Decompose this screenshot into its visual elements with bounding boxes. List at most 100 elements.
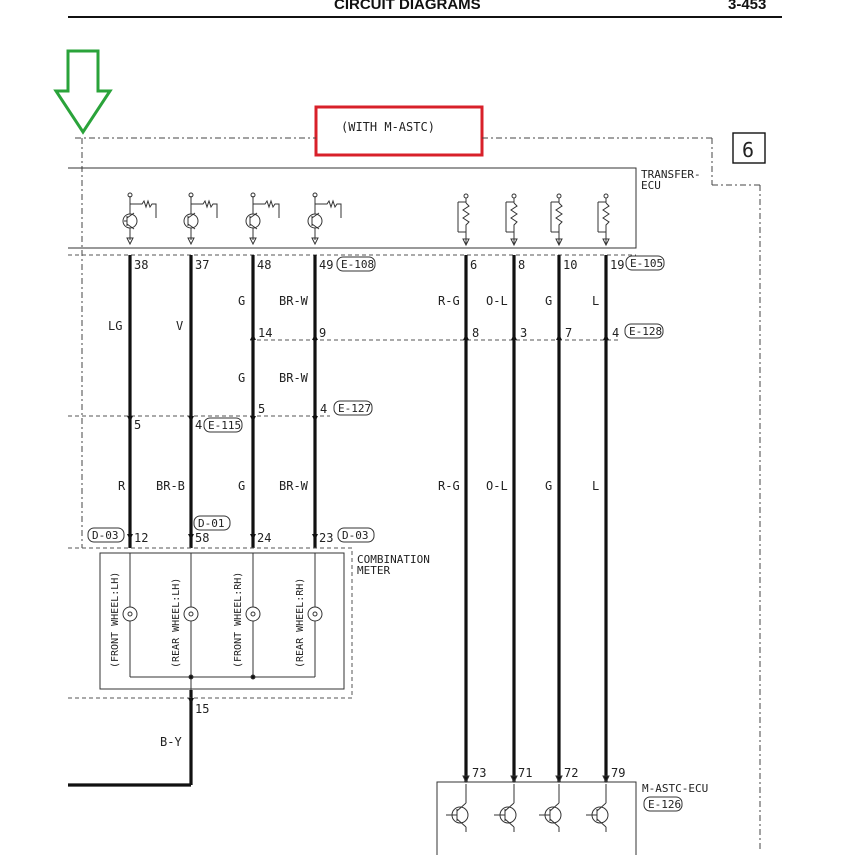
connector-e115: E-115	[208, 419, 241, 432]
wire-color: R	[118, 479, 126, 493]
wire-color: O-L	[486, 294, 508, 308]
resistor-icon	[457, 193, 470, 247]
m-astc-ecu-label: M-ASTC-ECU	[642, 782, 708, 795]
connector-badge	[193, 515, 231, 531]
connector-badge	[336, 256, 376, 272]
meter-channel-label: (FRONT WHEEL:RH)	[233, 572, 244, 668]
wire-color-common: B-Y	[160, 735, 182, 749]
pin-mid: 5	[258, 402, 265, 416]
wire-color: L	[592, 294, 599, 308]
transistor-icon	[183, 192, 218, 246]
transistor-icon	[539, 784, 562, 832]
pin-meter: 58	[195, 531, 209, 545]
wire-color: G	[545, 479, 552, 493]
connector-badge	[87, 527, 125, 543]
down-arrow-icon	[53, 49, 113, 135]
connector-d03-left: D-03	[92, 529, 119, 542]
ecu-transistors	[446, 775, 610, 832]
pin-meter: 23	[319, 531, 333, 545]
connector-badge	[333, 400, 373, 416]
wire-color: BR-W	[279, 294, 309, 308]
pin-ecu: 71	[518, 766, 532, 780]
wire-color: G	[238, 294, 245, 308]
connector-badge	[625, 255, 665, 271]
transfer-ecu-box	[68, 167, 637, 249]
wire-color: L	[592, 479, 599, 493]
annotation-box	[314, 105, 484, 157]
pin-mid: 4	[612, 326, 619, 340]
wire-color: LG	[108, 319, 122, 333]
pin-mid: 3	[520, 326, 527, 340]
transistor-icon	[494, 784, 517, 832]
indicator-icon	[183, 606, 199, 622]
transfer-ecu-label-1: TRANSFER-	[641, 168, 701, 181]
wire-color: BR-B	[156, 479, 185, 493]
pin-mid: 4	[320, 402, 327, 416]
connector-e105: E-105	[630, 257, 663, 270]
resistor-icon	[505, 193, 518, 247]
connector-badge	[643, 796, 683, 812]
meter-circuits	[122, 553, 323, 690]
transistor-icon	[122, 192, 157, 246]
pin-ecu: 79	[611, 766, 625, 780]
pin-meter: 24	[257, 531, 271, 545]
pin-mid: 8	[472, 326, 479, 340]
indicator-icon	[122, 606, 138, 622]
indicator-icon	[245, 606, 261, 622]
transfer-ecu-label-2: ECU	[641, 179, 661, 192]
wires	[68, 255, 608, 787]
combination-meter-inner	[99, 552, 345, 690]
pin-top: 10	[563, 258, 577, 272]
connector-d01: D-01	[198, 517, 225, 530]
pin-top: 38	[134, 258, 148, 272]
transistor-icon	[586, 784, 609, 832]
pin-top: 19	[610, 258, 624, 272]
pin-mid: 7	[565, 326, 572, 340]
pin-ecu: 72	[564, 766, 578, 780]
connector-arrows	[127, 334, 609, 704]
page-ref: 6	[742, 138, 754, 162]
page-ref-box	[732, 132, 766, 164]
transistor-icon	[307, 192, 342, 246]
combination-meter-label-2: METER	[357, 564, 390, 577]
connector-badge	[203, 417, 243, 433]
indicator-icon	[307, 606, 323, 622]
meter-channel-label: (FRONT WHEEL:LH)	[110, 572, 121, 668]
pin-mid: 5	[134, 418, 141, 432]
pin-top: 48	[257, 258, 271, 272]
wire-color: G	[238, 479, 245, 493]
pin-mid: 14	[258, 326, 272, 340]
page-number: 3-453	[728, 0, 766, 13]
combination-meter-box	[68, 547, 353, 699]
transistor-symbols	[122, 192, 342, 246]
transistor-icon	[446, 784, 469, 832]
pin-top: 6	[470, 258, 477, 272]
connector-e126: E-126	[648, 798, 681, 811]
wire-color: G	[238, 371, 245, 385]
meter-channel-label: (REAR WHEEL:LH)	[171, 578, 182, 668]
pin-meter: 12	[134, 531, 148, 545]
pin-common: 15	[195, 702, 209, 716]
wire-color: R-G	[438, 479, 460, 493]
pin-mid: 9	[319, 326, 326, 340]
connector-e128: E-128	[629, 325, 662, 338]
wire-color: O-L	[486, 479, 508, 493]
resistor-icon	[597, 193, 610, 247]
variant-label: (WITH M-ASTC)	[341, 120, 435, 134]
pin-ecu: 73	[472, 766, 486, 780]
connector-d03-right: D-03	[342, 529, 369, 542]
transistor-icon	[245, 192, 280, 246]
wire-color: R-G	[438, 294, 460, 308]
combination-meter-label-1: COMBINATION	[357, 553, 430, 566]
section-title: CIRCUIT DIAGRAMS	[334, 0, 481, 13]
resistor-symbols	[457, 193, 610, 247]
wire-color: BR-W	[279, 371, 309, 385]
connector-badge	[337, 527, 375, 543]
wire-color: G	[545, 294, 552, 308]
pin-top: 49	[319, 258, 333, 272]
m-astc-ecu-box	[436, 781, 637, 855]
pin-mid: 4	[195, 418, 202, 432]
pin-top: 37	[195, 258, 209, 272]
